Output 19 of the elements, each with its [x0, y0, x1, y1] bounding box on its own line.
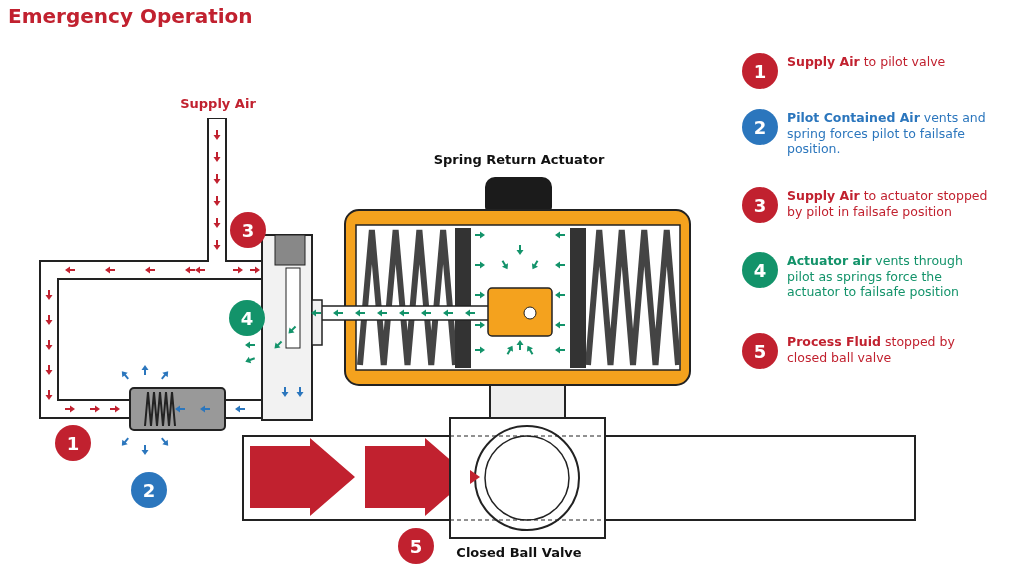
callout-number: 4 — [229, 300, 265, 336]
callout-number: 4 — [742, 252, 778, 288]
callout-number: 1 — [55, 425, 91, 461]
callout-number: 2 — [742, 109, 778, 145]
callout-number: 3 — [742, 187, 778, 223]
title: Emergency Operation — [8, 4, 253, 28]
callout-number: 1 — [742, 53, 778, 89]
callout-number: 5 — [742, 333, 778, 369]
step-description: Actuator air vents through pilot as springs force the actuator to failsafe position — [787, 253, 964, 300]
callout-number: 2 — [131, 472, 167, 508]
step-description: Supply Air to pilot valve — [787, 54, 947, 70]
step-description: Process Fluid stopped by closed ball valve — [787, 334, 956, 366]
part-label: Spring Return Actuator — [433, 152, 605, 167]
callout-number: 5 — [398, 528, 434, 564]
part-label: Supply Air — [180, 96, 256, 111]
step-description: Pilot Contained Air vents and spring forces pilot to failsafe position. — [787, 110, 987, 157]
callout-number: 3 — [230, 212, 266, 248]
part-label: Closed Ball Valve — [456, 545, 582, 560]
step-description: Supply Air to actuator stopped by pilot in failsafe position — [787, 188, 989, 220]
